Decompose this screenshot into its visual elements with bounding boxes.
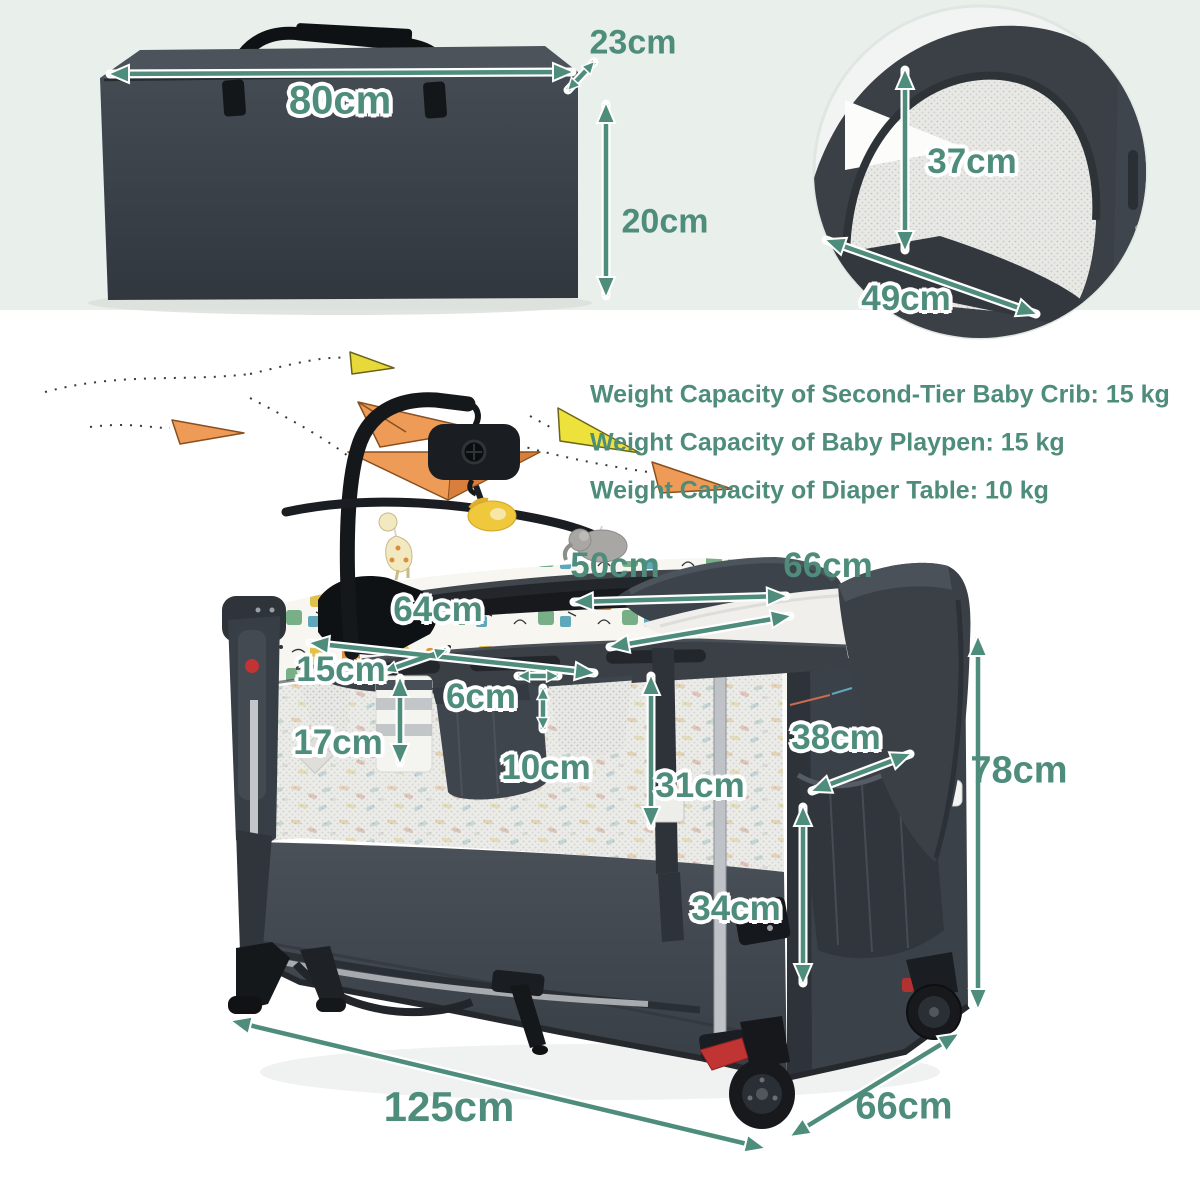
dimension-label-table-width: 66cm — [783, 546, 873, 585]
dimension-label-overall-width: 66cm — [855, 1085, 953, 1128]
dimension-label-bag-height: 20cm — [621, 202, 709, 241]
dimension-label-pocket-depth: 10cm — [501, 748, 591, 787]
dimension-label-cup-holder-width: 6cm — [445, 677, 517, 716]
dimension-label-overall-height: 78cm — [970, 749, 1068, 792]
weight-capacity-playpen-text: Weight Capacity of Baby Playpen: 15 kg — [590, 428, 1065, 457]
dimension-label-bassinet-length: 64cm — [393, 590, 483, 629]
dimension-label-side-pocket-height: 34cm — [691, 889, 781, 928]
dimension-label-overall-length: 125cm — [383, 1083, 515, 1130]
weight-capacity-diaper-table-text: Weight Capacity of Diaper Table: 10 kg — [590, 476, 1049, 505]
dimension-label-tray-width: 15cm — [296, 650, 386, 689]
dimension-label-bag-depth: 23cm — [589, 23, 677, 62]
dimension-label-side-pocket-width: 38cm — [791, 718, 881, 757]
dimension-label-bag-length: 80cm — [288, 78, 392, 123]
dimension-label-canopy-width: 49cm — [861, 279, 951, 318]
dimension-arrows — [105, 57, 1041, 1154]
playard-illustration — [222, 392, 971, 1129]
dimension-label-playpen-depth: 31cm — [655, 766, 745, 805]
dimension-label-organizer-height: 17cm — [293, 723, 383, 762]
dimension-label-table-length: 50cm — [570, 546, 660, 585]
weight-capacity-crib-text: Weight Capacity of Second-Tier Baby Crib… — [590, 380, 1170, 409]
dimension-label-canopy-height: 37cm — [927, 142, 1017, 181]
storage-bag-illustration — [88, 23, 592, 315]
